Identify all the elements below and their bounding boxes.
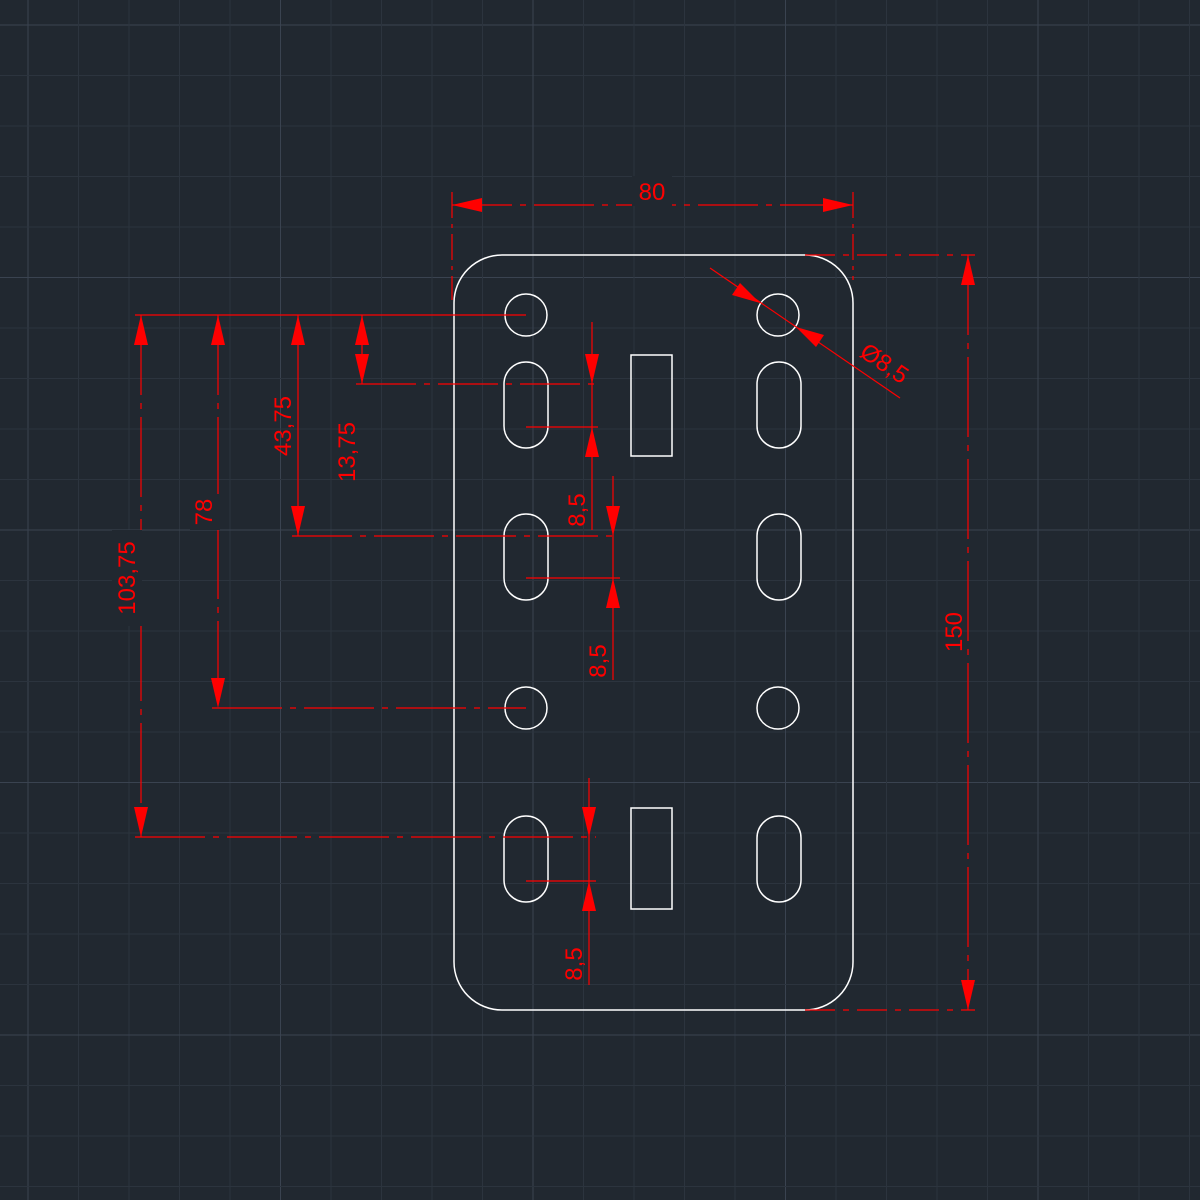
arrowhead: [961, 980, 975, 1010]
text-mask: [632, 176, 672, 206]
dim-78-label: 78: [191, 499, 218, 526]
arrowhead: [134, 315, 148, 345]
text-mask: [190, 494, 220, 530]
arrowhead: [732, 283, 760, 303]
slot-hole: [756, 361, 802, 449]
slot-hole: [756, 815, 802, 903]
dim-height-label: 150: [941, 612, 968, 652]
arrowhead: [961, 255, 975, 285]
dim-width-label: 80: [639, 179, 666, 206]
slot-hole: [503, 815, 549, 903]
dim-slot-upper-label: 8,5: [564, 493, 591, 526]
arrowhead: [134, 807, 148, 837]
dim-43-75-label: 43,75: [270, 396, 297, 456]
arrowhead: [211, 678, 225, 708]
rectangular-cutout: [630, 354, 673, 457]
arrowhead: [582, 881, 596, 911]
dim-13-75-label: 13,75: [334, 422, 361, 482]
arrowhead: [291, 315, 305, 345]
arrowhead: [291, 506, 305, 536]
rectangular-cutout: [630, 807, 673, 910]
arrowhead: [606, 506, 620, 536]
arrowhead: [796, 327, 824, 347]
slot-hole: [756, 513, 802, 601]
arrowhead: [606, 578, 620, 608]
slot-hole: [503, 513, 549, 601]
dim-slot-middle-label: 8,5: [585, 644, 612, 677]
arrowhead: [355, 315, 369, 345]
arrowhead: [585, 354, 599, 384]
dim-103-75-label: 103,75: [114, 541, 141, 614]
arrowhead: [823, 198, 853, 212]
dimension-arrowheads: [134, 198, 975, 1010]
dimension-labels: 80 150 Ø8,5 103,75 78 43,75 13,75 8,5 8,…: [112, 176, 968, 981]
arrowhead: [582, 807, 596, 837]
round-hole: [756, 686, 800, 730]
round-hole: [756, 293, 800, 337]
text-mask: [112, 530, 142, 626]
arrowhead: [452, 198, 482, 212]
slot-hole: [503, 361, 549, 449]
arrowhead: [211, 315, 225, 345]
arrowhead: [355, 354, 369, 384]
arrowhead: [585, 427, 599, 457]
dim-slot-lower-label: 8,5: [561, 947, 588, 980]
